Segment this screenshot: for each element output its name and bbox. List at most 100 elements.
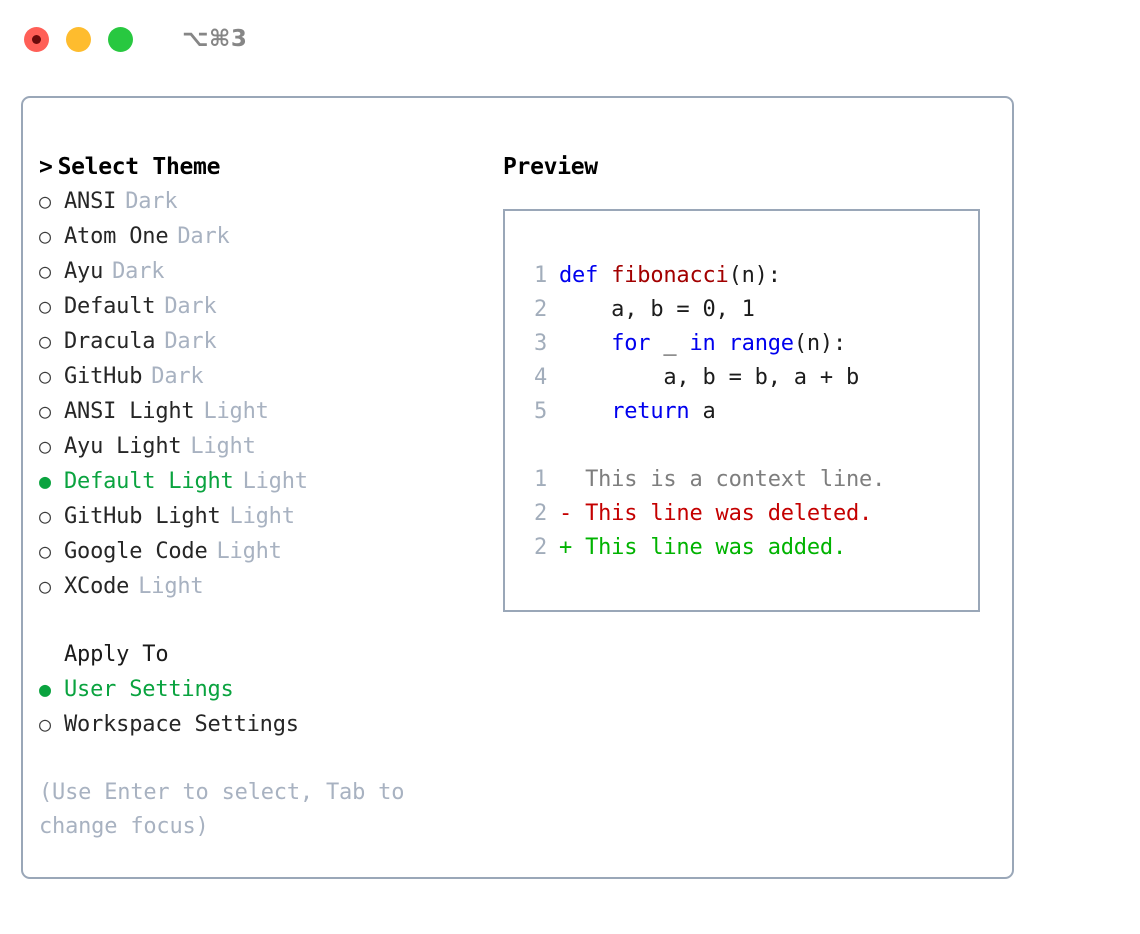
code-token-kw: in	[689, 331, 716, 356]
code-line-number: 1	[533, 263, 547, 288]
theme-option-tag: Dark	[177, 224, 230, 249]
code-line: 2 a, b = 0, 1	[523, 293, 978, 327]
code-token-pl: a, b = b, a + b	[559, 365, 860, 390]
radio-unselected-icon: ○	[39, 712, 51, 736]
code-line-number: 2	[533, 297, 547, 322]
theme-option-tag: Light	[138, 574, 204, 599]
radio-unselected-icon: ○	[39, 364, 51, 388]
diff-line-ctx: 1 This is a context line.	[523, 463, 978, 497]
code-line: 4 a, b = b, a + b	[523, 361, 978, 395]
theme-option-label: ANSI	[64, 189, 117, 214]
prompt-caret-icon: >	[39, 154, 53, 180]
diff-line-text: - This line was deleted.	[559, 501, 873, 526]
radio-unselected-icon: ○	[39, 189, 51, 213]
diff-line-del: 2 - This line was deleted.	[523, 497, 978, 531]
minimize-window-button[interactable]	[66, 26, 91, 52]
theme-option-label: Atom One	[64, 224, 169, 249]
code-token-pl: (n):	[728, 263, 781, 288]
theme-option-label: GitHub	[64, 364, 143, 389]
theme-option-tag: Light	[190, 434, 256, 459]
zoom-window-button[interactable]	[108, 26, 133, 52]
theme-option-tag: Dark	[125, 189, 178, 214]
theme-option-label: Default Light	[64, 469, 234, 494]
theme-option-label: GitHub Light	[64, 504, 221, 529]
theme-option-label: ANSI Light	[64, 399, 195, 424]
theme-option-label: Default	[64, 294, 156, 319]
theme-option-github[interactable]: ○ GitHub Dark	[39, 359, 503, 394]
radio-unselected-icon: ○	[39, 259, 51, 283]
code-token-pl: (n):	[793, 331, 847, 356]
list-spacer	[39, 604, 503, 638]
code-token-kw: range	[728, 331, 794, 356]
code-line: 5 return a	[523, 395, 978, 429]
theme-option-ansi-light[interactable]: ○ ANSI Light Light	[39, 394, 503, 429]
close-window-button[interactable]	[24, 26, 49, 52]
diff-line-add: 2 + This line was added.	[523, 531, 978, 565]
theme-option-tag: Dark	[164, 329, 217, 354]
diff-line-text: This is a context line.	[559, 467, 886, 492]
code-token-pl: a	[689, 399, 716, 424]
apply-to-option-user-settings[interactable]: ●User Settings	[39, 672, 503, 707]
theme-option-atom-one[interactable]: ○ Atom One Dark	[39, 219, 503, 254]
apply-to-list: ●User Settings ○ Workspace Settings	[39, 672, 503, 742]
radio-unselected-icon: ○	[39, 294, 51, 318]
code-line: 3 for _ in range(n):	[523, 327, 978, 361]
radio-unselected-icon: ○	[39, 329, 51, 353]
theme-option-label: Ayu	[64, 259, 104, 284]
preview-title: Preview	[503, 154, 598, 180]
code-token-pl	[559, 331, 611, 356]
diff-sample: 1 This is a context line. 2 - This line wa…	[523, 463, 978, 565]
theme-option-tag: Dark	[151, 364, 204, 389]
title-bar: ⌥⌘3	[0, 0, 1140, 78]
theme-option-tag: Dark	[164, 294, 217, 319]
code-token-kw: return	[611, 399, 690, 424]
theme-picker-heading: >Select Theme	[39, 150, 503, 184]
code-line-number: 3	[533, 331, 547, 356]
window-title: ⌥⌘3	[182, 25, 248, 52]
theme-option-label: Google Code	[64, 539, 208, 564]
apply-to-option-workspace-settings[interactable]: ○ Workspace Settings	[39, 707, 503, 742]
theme-option-dracula[interactable]: ○ Dracula Dark	[39, 324, 503, 359]
theme-option-label: Ayu Light	[64, 434, 182, 459]
code-token-pl: _	[650, 331, 690, 356]
radio-selected-icon: ●	[39, 677, 51, 701]
code-token-pl: a, b = 0, 1	[559, 297, 755, 322]
code-token-pl	[716, 331, 729, 356]
apply-to-option-label: Workspace Settings	[64, 712, 299, 737]
code-line: 1 def fibonacci(n):	[523, 259, 978, 293]
diff-line-number: 2	[533, 535, 547, 560]
radio-unselected-icon: ○	[39, 399, 51, 423]
diff-line-number: 2	[533, 501, 547, 526]
theme-option-ansi[interactable]: ○ ANSI Dark	[39, 184, 503, 219]
code-token-kw: def	[559, 263, 612, 288]
theme-option-label: Dracula	[64, 329, 156, 354]
code-token-fn: fibonacci	[611, 263, 729, 288]
radio-unselected-icon: ○	[39, 434, 51, 458]
radio-unselected-icon: ○	[39, 574, 51, 598]
radio-unselected-icon: ○	[39, 224, 51, 248]
theme-option-tag: Light	[216, 539, 282, 564]
code-line-number: 5	[533, 399, 547, 424]
theme-option-tag: Light	[203, 399, 269, 424]
diff-line-text: + This line was added.	[559, 535, 846, 560]
theme-option-default[interactable]: ○ Default Dark	[39, 289, 503, 324]
code-blank-line	[523, 429, 978, 463]
theme-option-tag: Dark	[112, 259, 165, 284]
keyboard-hint-text: (Use Enter to select, Tab to change focu…	[39, 780, 405, 839]
radio-selected-icon: ●	[39, 469, 51, 493]
theme-option-ayu[interactable]: ○ Ayu Dark	[39, 254, 503, 289]
theme-option-ayu-light[interactable]: ○ Ayu Light Light	[39, 429, 503, 464]
apply-to-heading: Apply To	[64, 642, 169, 667]
code-token-pl	[559, 399, 611, 424]
code-token-kw: for	[611, 331, 651, 356]
